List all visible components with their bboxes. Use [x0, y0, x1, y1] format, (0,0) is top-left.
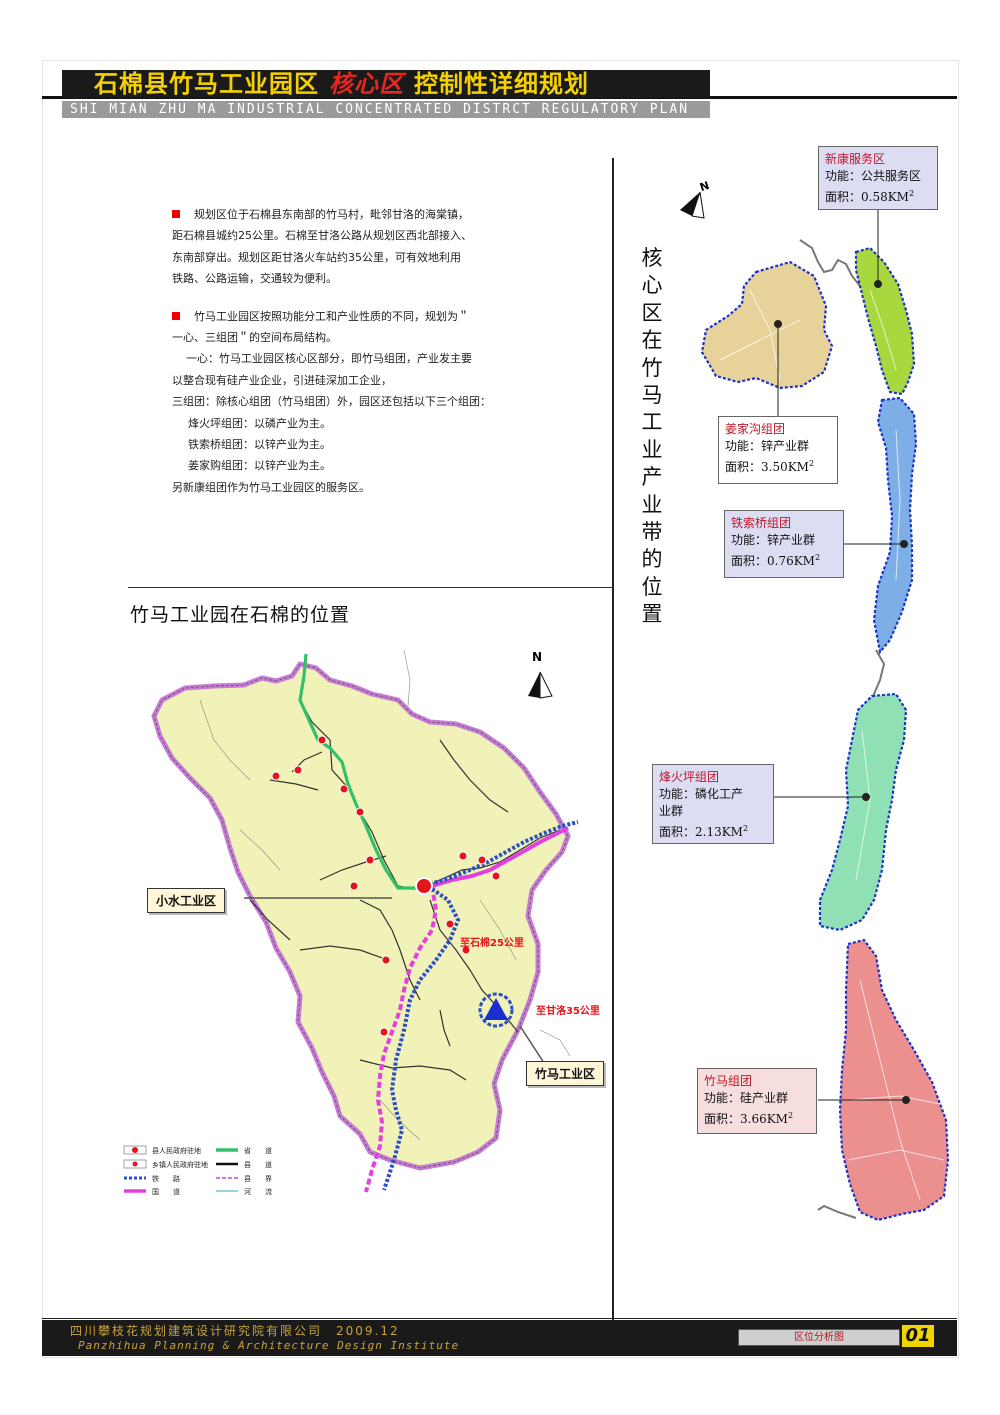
title-part1: 石棉县竹马工业园区 — [94, 70, 319, 98]
zone-area: 面积：3.66KM2 — [704, 1111, 794, 1126]
vertical-title-char: 区 — [641, 300, 663, 325]
zone-area: 面积：0.58KM2 — [825, 189, 915, 204]
zone-shape-xinkang — [854, 246, 916, 396]
zone-function-cont: 业群 — [659, 804, 684, 818]
zone-box-xinkang: 新康服务区 功能：公共服务区 面积：0.58KM2 — [818, 146, 938, 210]
footer-org-en: Panzhihua Planning & Architecture Design… — [78, 1339, 460, 1352]
zone-name: 烽火坪组团 — [659, 770, 720, 784]
vertical-title-char: 置 — [641, 602, 663, 627]
vertical-title-char: 心 — [641, 273, 663, 298]
title-core: 核心区 — [329, 70, 404, 98]
vertical-title: 核心区在竹马工业产业带的位置 — [639, 245, 665, 629]
desc-line: 姜家购组团：以锌产业为主。 — [188, 459, 331, 473]
zone-box-fenghuoping: 烽火坪组团 功能：磷化工产 业群 面积：2.13KM2 — [652, 764, 774, 844]
township-points — [271, 735, 501, 1037]
zone-function: 功能：磷化工产 — [659, 787, 744, 801]
county-north-label: N — [532, 650, 543, 664]
desc-line: 一心、三组团＂的空间布局结构。 — [172, 331, 337, 345]
vertical-title-char: 马 — [641, 383, 663, 408]
footer-sheet-name: 区位分析图 — [738, 1329, 900, 1346]
desc-line: 距石棉县城约25公里。石棉至甘洛公路从规划区西北部接入、 — [172, 229, 472, 243]
desc-line: 东南部穿出。规划区距甘洛火车站约35公里，可有效地利用 — [172, 250, 461, 264]
vertical-title-char: 工 — [641, 410, 663, 435]
footer-rule — [42, 1318, 957, 1319]
legend-label: 省 道 — [244, 1147, 272, 1155]
legend-label: 国 道 — [152, 1188, 180, 1196]
zone-shape-tiesuoqiao — [872, 396, 918, 655]
distance-to-shimian: 至石棉25公里 — [460, 938, 524, 949]
legend-label: 县人民政府驻地 — [152, 1147, 201, 1155]
zone-name: 姜家沟组团 — [725, 422, 786, 436]
vertical-title-char: 核 — [641, 246, 663, 270]
vertical-title-char: 的 — [641, 547, 663, 572]
vertical-title-char: 产 — [641, 465, 663, 490]
zone-shape-fenghuoping — [818, 692, 908, 932]
zone-name: 铁索桥组团 — [731, 516, 792, 530]
title-part2: 控制性详细规划 — [414, 70, 589, 98]
vertical-title-char: 竹 — [641, 355, 663, 380]
vertical-title-char: 位 — [641, 574, 663, 599]
desc-line: 竹马工业园区按照功能分工和产业性质的不同，规划为＂ — [172, 306, 572, 327]
callout-xiaoshui: 小水工业区 — [147, 888, 226, 913]
desc-line: 规划区位于石棉县东南部的竹马村，毗邻甘洛的海棠镇， — [172, 204, 572, 225]
page-title: 石棉县竹马工业园区核心区控制性详细规划 — [62, 70, 710, 98]
legend-label: 县 道 — [244, 1161, 272, 1169]
desc-line: 三组团：除核心组团（竹马组团）外，园区还包括以下三个组团： — [172, 395, 491, 409]
national-road — [364, 885, 439, 1193]
zone-function: 功能：锌产业群 — [731, 533, 816, 547]
zhuma-marker — [478, 992, 514, 1028]
zone-area: 面积：3.50KM2 — [725, 459, 815, 474]
bullet-icon — [172, 311, 180, 320]
callout-zhuma: 竹马工业区 — [526, 1061, 605, 1086]
vertical-title-char: 业 — [641, 437, 663, 462]
zone-name: 新康服务区 — [825, 152, 886, 166]
legend-symbols — [123, 1145, 238, 1193]
vertical-title-char: 在 — [641, 328, 663, 353]
vertical-divider — [612, 158, 614, 1323]
county-boundary — [151, 661, 571, 1171]
vertical-title-char: 带 — [641, 520, 663, 545]
distance-to-ganluo: 至甘洛35公里 — [536, 1006, 600, 1017]
zone-function: 功能：公共服务区 — [825, 169, 922, 183]
footer-org-cn: 四川攀枝花规划建筑设计研究院有限公司 2009.12 — [70, 1324, 400, 1338]
legend-label: 乡镇人民政府驻地 — [152, 1161, 208, 1169]
desc-line: 一心：竹马工业园区核心区部分，即竹马组团，产业发主要 — [186, 352, 472, 366]
zone-area: 面积：0.76KM2 — [731, 553, 821, 568]
zone-area: 面积：2.13KM2 — [659, 824, 749, 839]
county-map-title: 竹马工业园在石棉的位置 — [130, 604, 351, 626]
zone-name: 竹马组团 — [704, 1074, 753, 1088]
page-subtitle: SHI MIAN ZHU MA INDUSTRIAL CONCENTRATED … — [62, 101, 710, 118]
provincial-road — [298, 653, 418, 890]
county-map — [151, 649, 579, 1193]
zone-box-jiangjiagou: 姜家沟组团 功能：锌产业群 面积：3.50KM2 — [718, 416, 838, 484]
railway — [382, 884, 461, 1191]
zone-function: 功能：锌产业群 — [725, 439, 810, 453]
county-seat-point — [415, 877, 433, 895]
description-text: 规划区位于石棉县东南部的竹马村，毗邻甘洛的海棠镇， 距石棉县城约25公里。石棉至… — [172, 204, 572, 498]
horizontal-divider — [128, 587, 612, 588]
zone-box-tiesuoqiao: 铁索桥组团 功能：锌产业群 面积：0.76KM2 — [724, 510, 844, 578]
zone-box-zhuma: 竹马组团 功能：硅产业群 面积：3.66KM2 — [697, 1068, 817, 1134]
zhuma-leader — [519, 1025, 547, 1067]
zone-shape-zhuma — [838, 938, 950, 1222]
county-north-arrow-icon — [528, 671, 553, 699]
legend-label: 县 界 — [244, 1175, 272, 1183]
desc-line: 烽火坪组团：以磷产业为主。 — [188, 416, 331, 430]
belt-north-arrow-icon — [680, 191, 705, 219]
desc-line: 铁路、公路运输，交通较为便利。 — [172, 272, 337, 286]
vertical-title-char: 业 — [641, 492, 663, 517]
zone-function: 功能：硅产业群 — [704, 1091, 789, 1105]
industrial-belt — [680, 191, 950, 1222]
legend-label: 铁 路 — [152, 1175, 180, 1183]
zone-leaders — [774, 210, 910, 1104]
bullet-icon — [172, 210, 180, 218]
footer-sheet-number: 01 — [902, 1325, 934, 1347]
legend-label: 河 流 — [244, 1188, 272, 1196]
desc-line: 另新康组团作为竹马工业园区的服务区。 — [172, 480, 370, 494]
desc-line: 以整合现有硅产业企业，引进硅深加工企业， — [172, 373, 392, 387]
desc-line: 铁索桥组团：以锌产业为主。 — [188, 438, 331, 452]
